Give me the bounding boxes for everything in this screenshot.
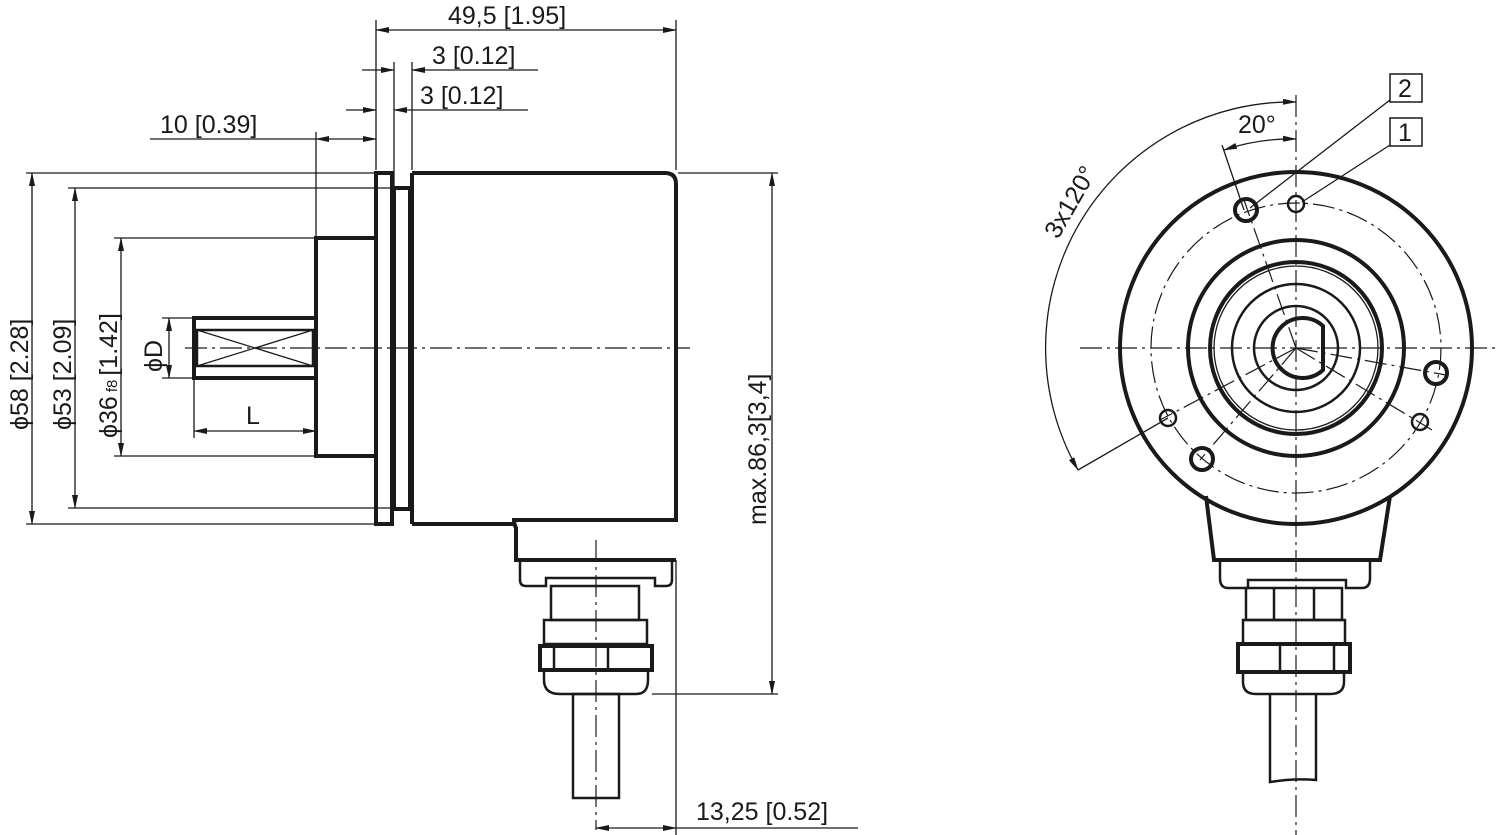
dim-flange-1: 3 [0.12] (432, 42, 515, 70)
dim-overall-length: 49,5 [1.95] (448, 2, 566, 30)
spigot (314, 236, 376, 458)
dim-flange-diameter: ϕ53 [2.09] (49, 319, 77, 430)
dim-shaft-length: L (246, 402, 260, 430)
dim-cable-offset: 13,25 [0.52] (696, 798, 828, 826)
front-view: 3x120° 20° 2 1 (1039, 73, 1500, 835)
dim-flange-2: 3 [0.12] (420, 82, 503, 110)
mount-hole (1233, 197, 1259, 223)
callout-box-1 (1389, 117, 1423, 147)
dim-spigot-diameter: ϕ36f8[1.42] (95, 313, 123, 438)
dim-spigot-length: 10 [0.39] (160, 111, 257, 139)
dim-max-height: max.86,3[3,4] (744, 374, 772, 526)
mount-hole (1410, 412, 1430, 432)
angle-offset: 20° (1238, 111, 1276, 139)
side-view: 49,5 [1.95] 3 [0.12] 3 [0.12] 10 [0.39] … (6, 2, 858, 835)
mount-hole (1423, 360, 1449, 386)
dim-body-diameter: ϕ58 [2.28] (6, 319, 34, 430)
encoder-body (412, 171, 678, 562)
callout-1: 1 (1398, 119, 1412, 147)
callout-box-2 (1389, 73, 1423, 103)
dim-shaft-diameter: ϕD (140, 340, 168, 372)
callout-2: 2 (1398, 75, 1412, 103)
